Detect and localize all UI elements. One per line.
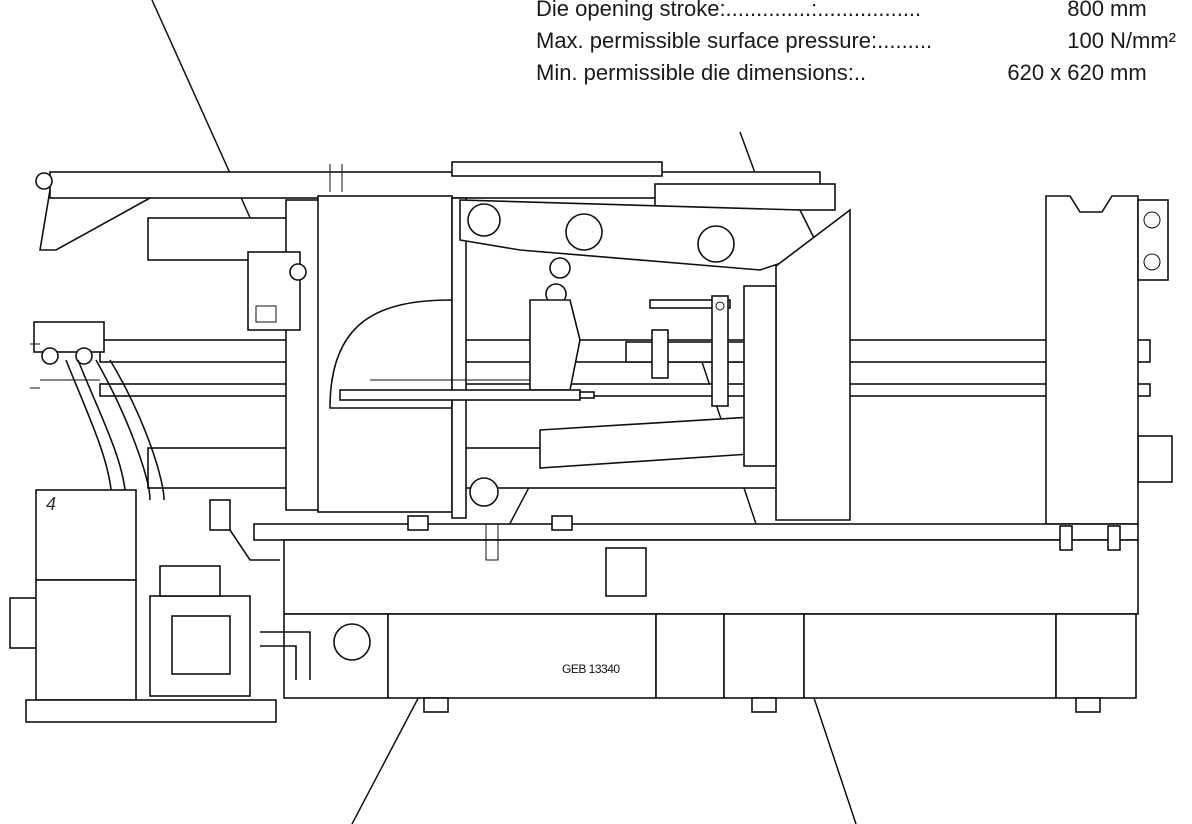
control-box (247, 251, 307, 331)
machine-base (253, 515, 1139, 713)
spec-list: Die opening stroke:..............:......… (536, 0, 1186, 96)
ejector-assembly (339, 295, 777, 407)
spec-label: Die opening stroke:..............:......… (536, 0, 922, 21)
panel-mark: 4 (46, 494, 57, 514)
fixed-platen (743, 208, 851, 521)
moving-platen (285, 195, 467, 519)
spec-label: Max. permissible surface pressure:......… (536, 28, 933, 53)
spec-unit: mm (1110, 0, 1147, 21)
spec-unit: mm (1110, 60, 1147, 85)
drawing-id-label: GEB 13340 (562, 662, 620, 676)
upper-tie-bar (35, 161, 836, 251)
spec-row-die-opening-stroke: Die opening stroke:..............:......… (536, 0, 1186, 28)
spec-label: Min. permissible die dimensions:.. (536, 60, 867, 85)
end-plate (1045, 195, 1169, 525)
spec-row-die-dimensions: Min. permissible die dimensions:.. 620 x… (536, 60, 1186, 92)
spec-unit: N/mm² (1110, 28, 1176, 53)
hose-assembly (30, 321, 165, 501)
pump-motor-unit (9, 489, 371, 723)
toggle-mechanism (459, 199, 822, 507)
spec-value: 620 x 620 (1007, 60, 1104, 85)
spec-value: 800 (1067, 0, 1104, 21)
spec-value: 100 (1067, 28, 1104, 53)
spec-row-surface-pressure: Max. permissible surface pressure:......… (536, 28, 1186, 60)
